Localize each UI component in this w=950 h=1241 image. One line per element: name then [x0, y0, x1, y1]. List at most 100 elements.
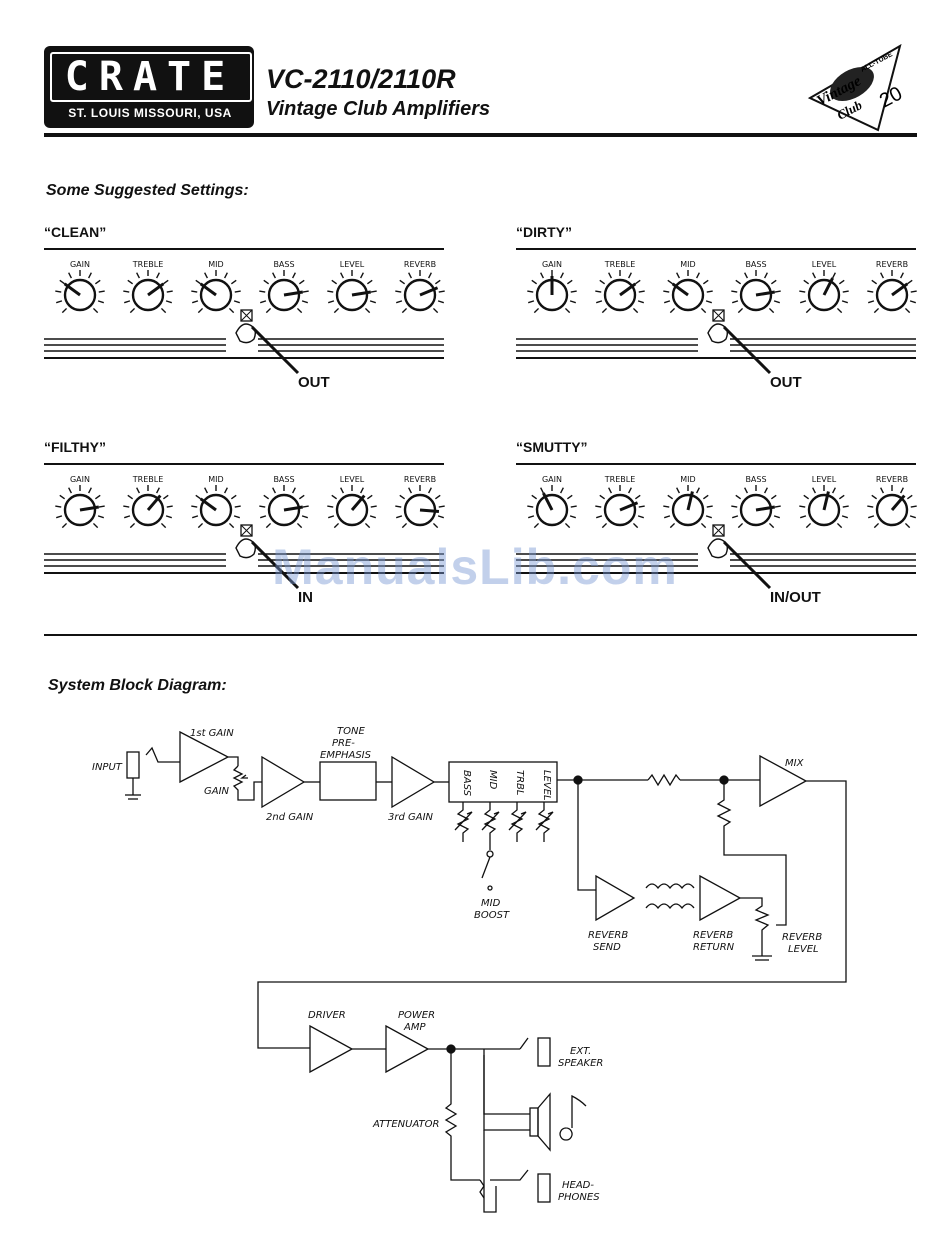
knob-tick: [224, 272, 228, 279]
knob-tick: [98, 290, 105, 293]
knob-tick: [812, 272, 816, 279]
knob-tick: [156, 272, 160, 279]
knob-label: TREBLE: [132, 260, 164, 269]
reverb-send-amp: [595, 874, 636, 922]
headphones-label-2: PHONES: [558, 1192, 600, 1203]
knob-tick: [735, 494, 742, 500]
knob-tick: [97, 300, 104, 304]
switch-cross: [712, 524, 725, 537]
knob-label: BASS: [273, 475, 294, 484]
knob-tick: [744, 487, 748, 494]
knob-pointer: [199, 282, 217, 297]
knob-tick: [204, 272, 208, 279]
knob-tick: [832, 487, 836, 494]
knob-label: LEVEL: [340, 260, 365, 269]
knob-tick: [637, 515, 644, 519]
knob-tick: [230, 494, 237, 500]
knob-tick: [540, 272, 544, 279]
ext-speaker-jack: [537, 1037, 551, 1067]
knob-tick: [272, 487, 276, 494]
knob-pointer: [619, 282, 637, 297]
knob-label: MID: [208, 475, 223, 484]
knob-pointer: [283, 505, 304, 512]
knob-tick: [628, 272, 632, 279]
knob-tick: [59, 279, 66, 285]
knob-tick: [234, 290, 241, 293]
knob-tick: [706, 505, 713, 508]
switch-arrow: [722, 540, 772, 590]
knob-tick: [528, 300, 535, 304]
knob-tick: [906, 279, 913, 285]
knob-tick: [663, 290, 670, 293]
knob-tick: [764, 272, 768, 279]
knob-label: MID: [680, 475, 695, 484]
vintage-club-badge: ALL-TUBE Vintage Club 20: [807, 43, 906, 132]
knob-tick: [340, 487, 344, 494]
crate-logo: [44, 46, 254, 128]
knob-label: LEVEL: [340, 475, 365, 484]
knob-tick: [900, 487, 904, 494]
trbl-label: TRBL: [514, 770, 525, 796]
knob-tick: [434, 494, 441, 500]
knob-tick: [696, 272, 700, 279]
knob-tick: [676, 272, 680, 279]
block-diagram: INPUT 1st GAIN GAIN 2nd GAIN TONE PRE- E…: [92, 726, 847, 1213]
knob-pointer: [542, 492, 554, 511]
knob-tick: [799, 290, 806, 293]
knob-tick: [401, 522, 408, 529]
knob-label: GAIN: [542, 475, 562, 484]
knob-tick: [263, 494, 270, 500]
knob-tick: [663, 505, 670, 508]
logo-subtitle: ST. LOUIS MISSOURI, USA: [68, 106, 232, 120]
knob-tick: [160, 307, 167, 314]
knob-tick: [192, 515, 199, 519]
attenuator-resistor: [444, 1049, 480, 1181]
knob-tick: [696, 487, 700, 494]
knob-tick: [669, 522, 676, 529]
knob-label: REVERB: [404, 260, 436, 269]
knob-pointer: [619, 501, 639, 512]
knob-tick: [166, 290, 173, 293]
knob-tick: [608, 487, 612, 494]
knob-tick: [832, 272, 836, 279]
knob-tick: [298, 279, 305, 285]
knob-tick: [165, 515, 172, 519]
bass-label: BASS: [461, 770, 472, 797]
knob-tick: [737, 307, 744, 314]
knob-pointer: [686, 491, 694, 511]
knob-tick: [664, 515, 671, 519]
knob-tick: [628, 487, 632, 494]
music-note-icon: [559, 1094, 587, 1141]
knob-tick: [127, 494, 134, 500]
knob-tick: [55, 505, 62, 508]
knob-tick: [608, 272, 612, 279]
knob-tick: [638, 290, 645, 293]
mid-label: MID: [487, 770, 498, 790]
knob-tick: [560, 487, 564, 494]
knob-label: GAIN: [542, 260, 562, 269]
switch-state-label: OUT: [298, 374, 330, 391]
knob-tick: [744, 272, 748, 279]
knob-tick: [263, 279, 270, 285]
knob-pointer: [419, 286, 439, 297]
knob-tick: [195, 494, 202, 500]
knob-tick: [805, 307, 812, 314]
knob-pointer: [146, 494, 162, 511]
knob-tick: [160, 522, 167, 529]
knob-tick: [55, 290, 62, 293]
knob-tick: [260, 515, 267, 519]
knob-tick: [601, 522, 608, 529]
knob-tick: [265, 307, 272, 314]
knob-tick: [234, 505, 241, 508]
reverb-send-label-2: SEND: [593, 942, 621, 953]
knob-tick: [302, 290, 309, 293]
logo-wordmark: CRATE: [64, 54, 236, 100]
knob-tick: [333, 307, 340, 314]
knob-tick: [296, 522, 303, 529]
mix-label: MIX: [785, 758, 805, 769]
knob-tick: [59, 494, 66, 500]
knob-tick: [408, 487, 412, 494]
tone-label-1: TONE: [337, 726, 365, 737]
knob-tick: [434, 279, 441, 285]
knob-tick: [61, 522, 68, 529]
